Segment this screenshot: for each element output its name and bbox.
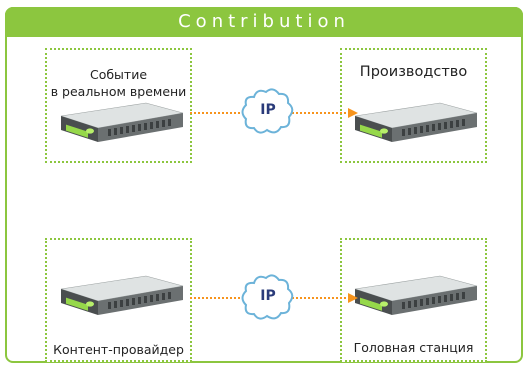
production-box bbox=[340, 48, 487, 163]
live-event-label: Событие в реальном времени bbox=[50, 67, 187, 99]
bottom-ip-cloud-icon bbox=[241, 274, 294, 320]
production-server-icon bbox=[354, 102, 478, 142]
headend-server-icon bbox=[354, 275, 478, 315]
header-banner bbox=[5, 7, 523, 37]
production-label: Производство bbox=[359, 64, 468, 80]
content-provider-label: Контент-провайдер bbox=[53, 342, 184, 357]
bottom-link-arrow bbox=[190, 293, 358, 303]
live-event-box bbox=[45, 48, 192, 163]
content-provider-server-icon bbox=[60, 275, 184, 315]
bottom-ip-label: IP bbox=[260, 288, 276, 304]
top-ip-cloud-icon bbox=[241, 88, 294, 134]
live-event-server-icon bbox=[60, 102, 184, 142]
top-link-arrow bbox=[190, 108, 358, 118]
headend-label: Головная станция bbox=[353, 340, 474, 355]
diagram-title: Contribution bbox=[178, 11, 350, 32]
top-ip-label: IP bbox=[260, 102, 276, 118]
